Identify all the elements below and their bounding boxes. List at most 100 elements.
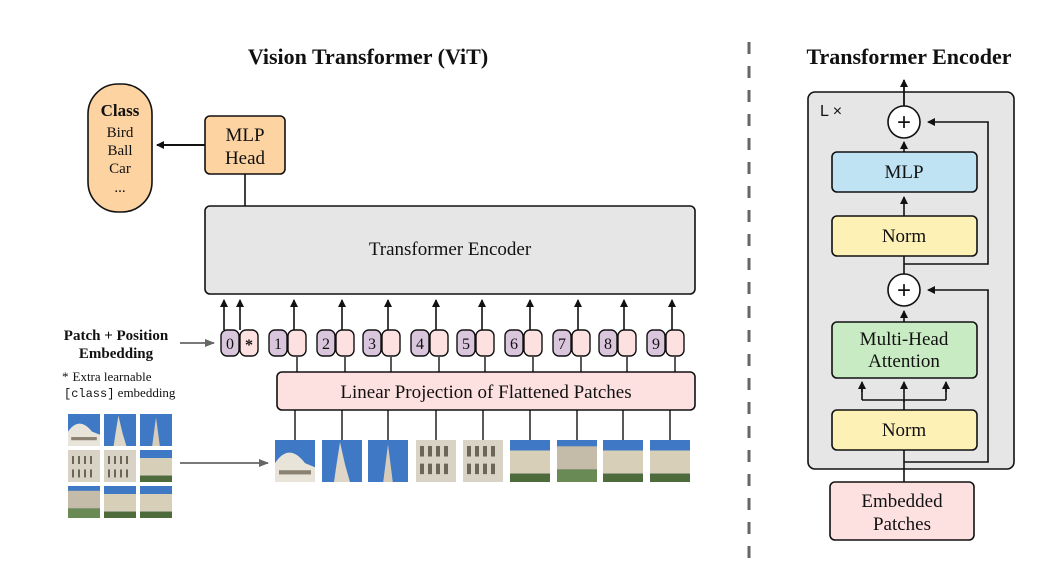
patch-embedding (665, 329, 685, 357)
class-item: Car (109, 161, 131, 177)
position-embedding (362, 329, 382, 357)
image-patch-grid (68, 414, 172, 518)
position-embedding (268, 329, 288, 357)
position-index: 0 (226, 336, 234, 353)
residual-add-bottom: + (887, 273, 921, 307)
position-index: 7 (558, 336, 566, 353)
class-heading: Class (101, 101, 140, 120)
linear-projection-label: Linear Projection of Flattened Patches (340, 382, 631, 403)
patch-embedding (239, 329, 259, 357)
position-index: 2 (322, 336, 330, 353)
position-index: 5 (462, 336, 470, 353)
grid-patch (140, 414, 172, 446)
mlp-head-box: MLP Head (204, 115, 286, 175)
embedded-patches-label: Embedded (861, 491, 943, 512)
grid-patch (68, 486, 100, 518)
position-embedding (410, 329, 430, 357)
embedding-token: 8 (598, 299, 637, 372)
position-embedding (598, 329, 618, 357)
encoder-title: Transformer Encoder (806, 44, 1011, 69)
grid-patch (104, 486, 136, 518)
embedded-patches-label: Patches (873, 514, 931, 535)
class-item: Ball (108, 143, 133, 159)
position-index: 1 (274, 336, 282, 353)
mlp-head-label: Head (225, 148, 266, 169)
residual-connection-lower (904, 286, 989, 463)
image-patch (603, 440, 643, 482)
image-patch (557, 440, 597, 482)
position-index: 3 (368, 336, 376, 353)
class-item: Bird (107, 125, 134, 141)
mlp-box: MLP (831, 151, 978, 193)
class-output-box: Class Bird Ball Car ... (87, 83, 153, 213)
plus-sign: + (897, 277, 911, 304)
patch-embedding (617, 329, 637, 357)
class-token-marker: * (245, 337, 253, 354)
image-patch (463, 440, 503, 482)
patch-embedding (523, 329, 543, 357)
patch-embedding (475, 329, 495, 357)
position-embedding (504, 329, 524, 357)
transformer-encoder-label: Transformer Encoder (369, 239, 532, 260)
plus-sign: + (897, 109, 911, 136)
transformer-encoder-box: Transformer Encoder (204, 205, 696, 295)
embedding-label: Patch + Position (64, 328, 169, 344)
attention-label: Multi-Head (860, 329, 949, 350)
embedding-token: 7 (552, 299, 591, 372)
class-item: ... (114, 180, 125, 196)
position-index: 9 (652, 336, 660, 353)
embedded-patches-box: Embedded Patches (829, 481, 975, 541)
norm-box-upper: Norm (831, 215, 978, 257)
position-embedding (220, 329, 240, 357)
residual-connection-upper (904, 118, 989, 265)
grid-patch (140, 486, 172, 518)
note-line1: Extra learnable (73, 369, 152, 384)
image-patch (650, 440, 690, 482)
embedding-token: 0* (220, 299, 259, 357)
grid-patch (68, 450, 100, 482)
repeat-label: L × (820, 103, 842, 120)
embedding-token: 4 (410, 299, 449, 372)
mlp-head-label: MLP (225, 125, 264, 146)
embedding-token: 9 (646, 299, 685, 372)
image-patch (416, 440, 456, 482)
note-star: * (62, 369, 69, 384)
embedding-label: Embedding (79, 346, 154, 362)
grid-patch (104, 414, 136, 446)
note-code: [class] (64, 387, 114, 401)
patch-embedding (287, 329, 307, 357)
attention-box: Multi-Head Attention (831, 321, 978, 379)
norm-label: Norm (882, 420, 927, 441)
patch-embedding (429, 329, 449, 357)
norm-label: Norm (882, 226, 927, 247)
position-embedding (552, 329, 572, 357)
class-note: * Extra learnable (62, 369, 152, 384)
mlp-label: MLP (884, 162, 923, 183)
patch-row (275, 410, 690, 482)
attention-label: Attention (868, 351, 940, 372)
norm-box-lower: Norm (831, 409, 978, 451)
linear-projection-box: Linear Projection of Flattened Patches (276, 371, 696, 411)
embedding-token: 2 (316, 299, 355, 372)
image-patch (510, 440, 550, 482)
grid-patch (104, 450, 136, 482)
position-embedding (456, 329, 476, 357)
grid-patch (140, 450, 172, 482)
patch-embedding (335, 329, 355, 357)
position-index: 8 (604, 336, 612, 353)
position-embedding (316, 329, 336, 357)
position-index: 4 (416, 336, 424, 353)
patch-embedding (571, 329, 591, 357)
grid-patch (68, 414, 100, 446)
embedding-token: 1 (268, 299, 307, 372)
image-patch (322, 440, 362, 482)
embedding-token: 6 (504, 299, 543, 372)
patch-embedding (381, 329, 401, 357)
embedding-token: 3 (362, 299, 401, 372)
note-line2: embedding (114, 385, 176, 400)
image-patch (275, 440, 315, 482)
position-embedding (646, 329, 666, 357)
image-patch (368, 440, 408, 482)
